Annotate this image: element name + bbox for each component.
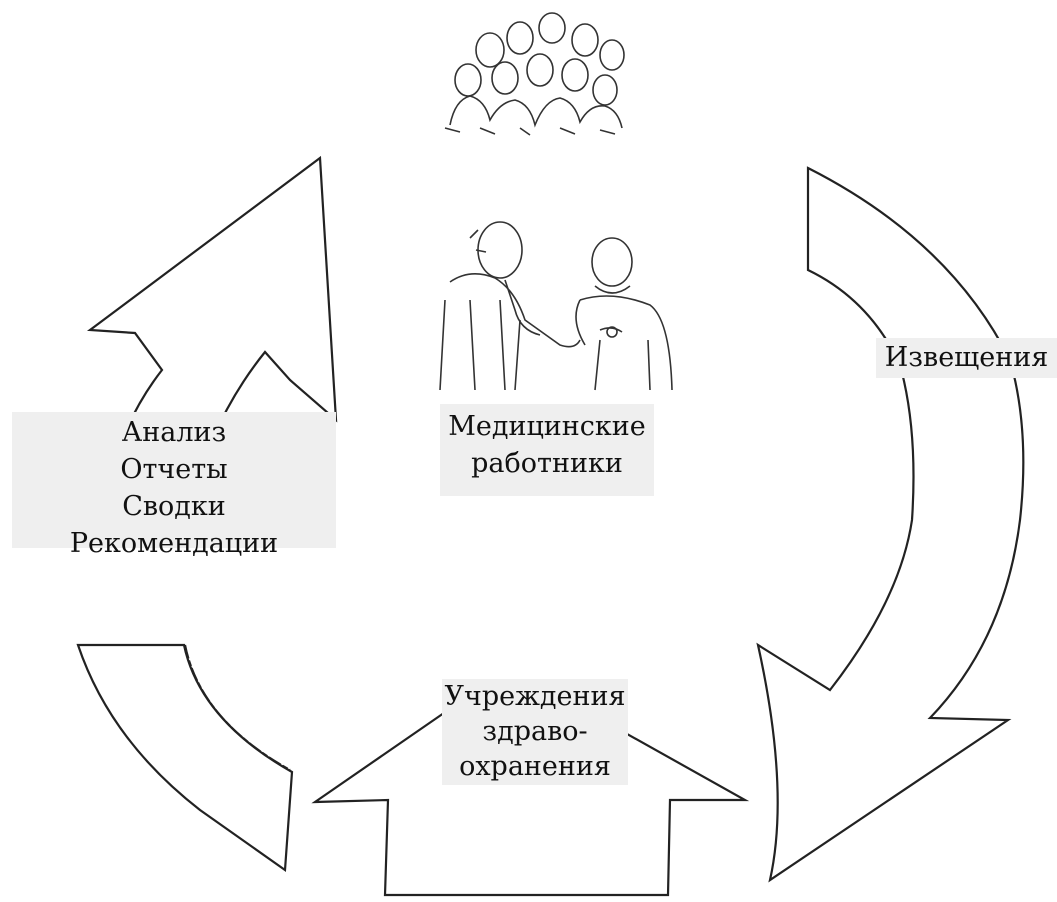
crowd-icon <box>444 12 625 136</box>
label-medical-workers: Медицинские работники <box>440 404 654 496</box>
label-healthcare-institutions: Учреждения здраво- охранения <box>442 679 628 785</box>
label-healthcare-line-2: здраво- <box>482 716 588 747</box>
label-healthcare-line-3: охранения <box>459 751 611 782</box>
label-analysis-line-1: Анализ <box>121 417 227 448</box>
label-medical-workers-line-2: работники <box>471 448 623 479</box>
label-analysis-line-3: Сводки <box>122 491 226 522</box>
arrow-left-lower-arc <box>76 643 294 873</box>
label-analysis-line-2: Отчеты <box>120 454 228 485</box>
label-analysis-line-4: Рекомендации <box>69 528 279 559</box>
doctor-patient-icon <box>439 221 673 391</box>
cycle-arc-hint <box>183 644 291 771</box>
label-notifications-line-1: Извещения <box>884 342 1049 373</box>
label-medical-workers-line-1: Медицинские <box>448 411 646 442</box>
label-analysis: Анализ Отчеты Сводки Рекомендации <box>12 412 336 559</box>
arrow-notifications-down <box>756 166 1025 883</box>
label-notifications: Извещения <box>876 338 1057 378</box>
label-healthcare-line-1: Учреждения <box>444 681 626 712</box>
